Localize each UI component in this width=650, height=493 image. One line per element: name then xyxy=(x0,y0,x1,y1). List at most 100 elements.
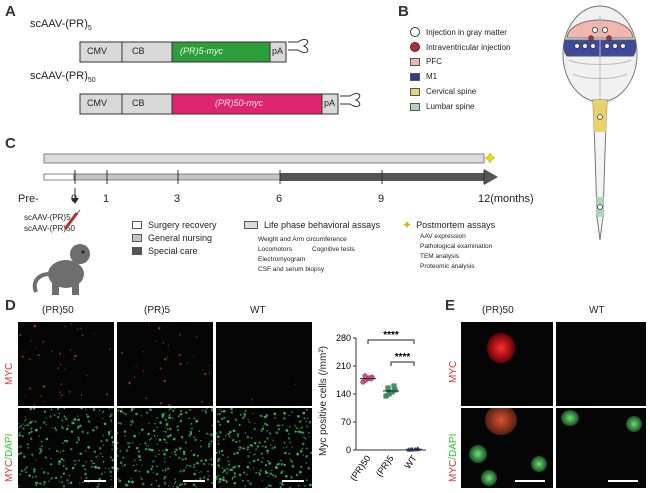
chart-sig-label-2: **** xyxy=(395,352,411,363)
e-scale-bar-2 xyxy=(608,480,638,482)
d-scale-bar-1 xyxy=(84,480,106,482)
timeline-top-bar xyxy=(43,153,485,164)
brain-spinal-cord-diagram xyxy=(562,5,638,241)
chart-xtick-label: (PR)50 xyxy=(348,453,373,482)
construct2-name: scAAV-(PR)50 xyxy=(30,70,96,84)
construct1-name-main: scAAV-(PR) xyxy=(30,18,88,30)
general-nursing-swatch xyxy=(132,234,142,242)
construct1-diagram xyxy=(60,41,287,63)
tick-0: 0 xyxy=(71,193,78,205)
legend-b-intraventricular-label: Intraventricular injection xyxy=(426,42,511,52)
chart-ytick-label: 0 xyxy=(346,445,351,455)
life-phase-title-label: Life phase behavioral assays xyxy=(264,220,381,230)
d-row-myc-dapi-myc: MYC xyxy=(4,459,15,482)
construct2-pa-box xyxy=(321,93,339,115)
construct1-pa-label: pA xyxy=(272,46,284,56)
chart-xtick-label: WT xyxy=(402,453,419,471)
chart-point xyxy=(362,373,368,379)
chart-ytick-label: 70 xyxy=(341,417,351,427)
postmortem-item-aav: AAV expression xyxy=(420,233,466,240)
e-image-wt-myc xyxy=(556,322,646,406)
legend-c-surgery-recovery-label: Surgery recovery xyxy=(148,220,217,230)
brain-gyri xyxy=(568,16,632,100)
construct1-name-sub: 5 xyxy=(87,25,92,33)
chart-sig-bracket-1 xyxy=(367,339,415,344)
timeline-injection-arrow-head xyxy=(71,198,79,204)
d-col-pr50: (PR)50 xyxy=(42,305,74,316)
life-phase-title: Life phase behavioral assays xyxy=(244,220,380,230)
postmortem-title: ✦ Postmortem assays xyxy=(402,218,495,232)
gray-matter-injection-sites xyxy=(574,26,626,210)
intraventricular-injection-sites xyxy=(588,35,612,41)
legend-c-general-nursing: General nursing xyxy=(132,233,212,243)
timeline-special-care-arrow xyxy=(280,169,498,185)
e-col-wt: WT xyxy=(589,305,605,316)
pfc-swatch xyxy=(410,57,420,66)
timeline-general-nursing xyxy=(73,173,281,181)
construct2-itr-right xyxy=(340,93,361,107)
d-image-wt-merge xyxy=(216,408,312,488)
life-phase-item-weight: Weight and Arm circumference xyxy=(258,236,347,243)
chart-point xyxy=(391,383,397,389)
life-phase-swatch xyxy=(244,221,258,229)
construct2-diagram xyxy=(79,93,339,115)
surgery-recovery-swatch xyxy=(132,221,142,229)
m1-swatch xyxy=(410,72,420,81)
tick-12-months: 12(months) xyxy=(478,193,534,205)
d-image-pr5-merge xyxy=(117,408,213,488)
chart-point xyxy=(392,387,398,393)
legend-b-gray-matter: Injection in gray matter xyxy=(410,27,507,37)
construct2-cmv-label: CMV xyxy=(87,98,107,108)
d-col-pr5: (PR)5 xyxy=(144,305,171,316)
cohort-pr50: scAAV-(PR)50 xyxy=(24,224,75,233)
life-phase-item-emg: Electromyogram xyxy=(258,256,306,263)
life-phase-item-locomotors: Locomotors xyxy=(258,246,292,253)
e-image-wt-merge xyxy=(556,408,646,488)
d-image-pr50-merge xyxy=(18,408,114,488)
timeline-tick-marks xyxy=(74,170,485,184)
d-row-myc: MYC xyxy=(4,362,15,385)
tick-9: 9 xyxy=(378,193,385,205)
syringe-icon xyxy=(63,209,81,230)
legend-b-cervical: Cervical spine xyxy=(410,87,476,96)
legend-b-m1-label: M1 xyxy=(426,72,438,81)
timeline xyxy=(43,152,498,204)
construct1-itr-right xyxy=(288,39,309,53)
postmortem-title-label: Postmortem assays xyxy=(416,220,496,230)
legend-b-m1: M1 xyxy=(410,72,437,81)
construct1-cmv-label: CMV xyxy=(87,46,107,56)
chart-ytick-label: 280 xyxy=(336,333,351,343)
e-image-pr50-merge xyxy=(461,408,553,488)
legend-b-lumbar-label: Lumbar spine xyxy=(426,102,475,111)
legend-b-lumbar: Lumbar spine xyxy=(410,102,474,111)
chart-ylabel: Myc positive cells (/mm²) xyxy=(318,345,329,456)
construct2-insert-label: (PR)50-myc xyxy=(215,98,264,108)
d-scale-bar-3 xyxy=(282,480,304,482)
special-care-swatch xyxy=(132,247,142,255)
panel-label-a: A xyxy=(5,3,16,20)
e-row-myc-dapi-dapi: /DAPI xyxy=(448,433,459,460)
construct2-name-sub: 50 xyxy=(87,77,96,85)
red-circle-icon xyxy=(410,42,420,52)
construct2-pa-label: pA xyxy=(324,98,336,108)
postmortem-item-proteomic: Proteomic analysis xyxy=(420,263,475,270)
construct1-name: scAAV-(PR)5 xyxy=(30,18,92,32)
d-scale-bar-2 xyxy=(183,480,205,482)
postmortem-star-icon xyxy=(484,152,496,164)
tick-6: 6 xyxy=(276,193,283,205)
d-image-wt-myc xyxy=(216,322,312,406)
chart-sig-label-1: **** xyxy=(383,330,399,341)
panel-label-e: E xyxy=(445,297,456,314)
e-row-myc-dapi-myc: MYC xyxy=(448,459,459,482)
postmortem-item-pathology: Pathological examination xyxy=(420,243,493,250)
lumbar-swatch xyxy=(410,102,420,111)
legend-b-pfc: PFC xyxy=(410,57,442,66)
construct1-pa-box xyxy=(269,41,287,63)
tick-1: 1 xyxy=(103,193,110,205)
legend-b-intraventricular: Intraventricular injection xyxy=(410,42,510,52)
legend-b-cervical-label: Cervical spine xyxy=(426,87,477,96)
e-scale-bar-1 xyxy=(515,480,545,482)
panel-label-d: D xyxy=(5,297,16,314)
d-row-myc-dapi: MYC/DAPI xyxy=(4,434,15,482)
